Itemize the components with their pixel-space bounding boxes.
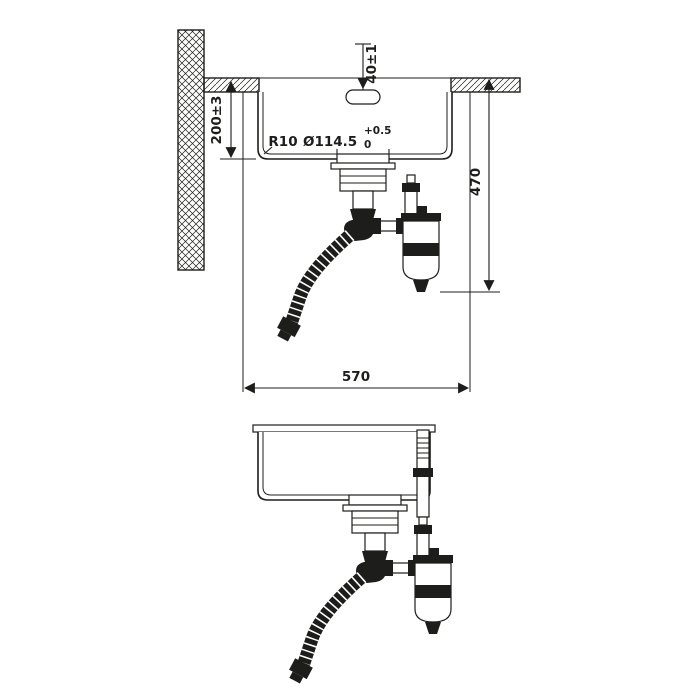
dim-label-tol-minus: 0	[364, 139, 371, 151]
front-section-view: 40±1 200±3 R10 Ø114.5 +0.5 0 470	[177, 29, 521, 394]
rear-standpipe	[413, 429, 433, 518]
dimension-overflow-offset: 40±1	[355, 43, 380, 90]
dim-label-drain-diameter: Ø114.5	[303, 134, 357, 150]
drain-assembly-side	[286, 505, 453, 685]
dim-label-cabinet-width: 570	[342, 369, 370, 385]
dim-label-corner-radius: R10	[268, 134, 297, 150]
dimension-cabinet-width: 570	[243, 369, 470, 394]
side-section-view	[252, 424, 453, 685]
dim-label-tol-plus: +0.5	[364, 125, 391, 137]
dimension-bowl-depth: 200±3	[209, 80, 256, 160]
dim-label-install-height: 470	[468, 168, 484, 196]
drain-assembly-front	[274, 163, 441, 343]
dimension-drain-hole: Ø114.5 +0.5 0	[303, 125, 391, 154]
dim-label-bowl-depth: 200±3	[209, 96, 225, 145]
dimension-corner-radius: R10	[263, 134, 298, 155]
overflow-hole	[345, 89, 381, 105]
side-sink-bowl-outer	[257, 432, 431, 501]
wall-hatch	[177, 29, 205, 271]
side-drain-recess	[348, 494, 402, 506]
dimension-install-height: 470	[440, 78, 500, 293]
countertop-right	[450, 77, 521, 93]
side-sink-rim	[252, 424, 436, 433]
dim-label-overflow-offset: 40±1	[364, 44, 380, 84]
